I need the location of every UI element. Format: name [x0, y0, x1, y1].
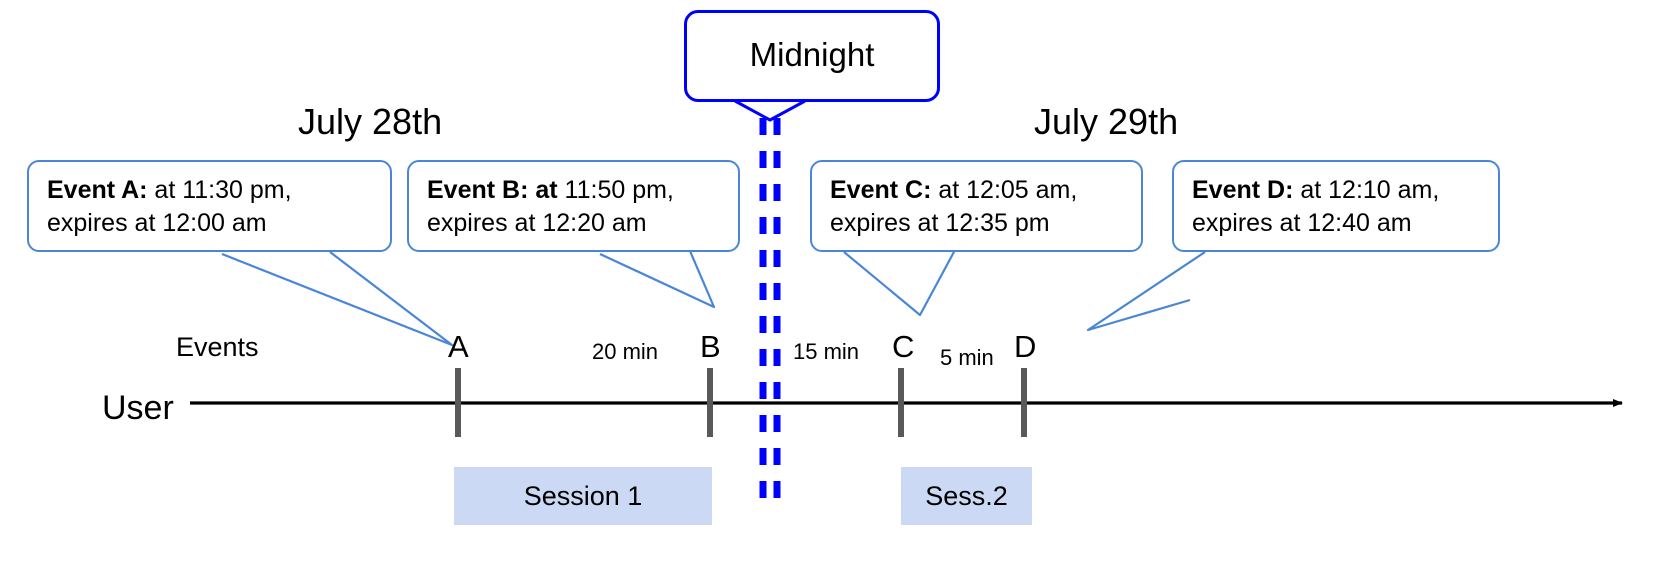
- midnight-label: Midnight: [749, 36, 875, 73]
- event-callout-d-bold: Event D:: [1192, 176, 1294, 204]
- leader-line-d: [1086, 251, 1206, 332]
- event-marker-label-c: C: [892, 329, 915, 364]
- event-callout-c: Event C: at 12:05 am, expires at 12:35 p…: [810, 160, 1143, 252]
- event-callout-d-line1: Event D: at 12:10 am,: [1192, 174, 1484, 207]
- event-callout-d: Event D: at 12:10 am, expires at 12:40 a…: [1172, 160, 1500, 252]
- session-block-1: Session 1: [454, 467, 712, 525]
- event-callout-d-rest: at 12:10 am,: [1293, 176, 1440, 204]
- axis-row-label-events: Events: [176, 332, 259, 362]
- event-marker-label-b: B: [700, 329, 721, 364]
- leader-line-b: [599, 250, 716, 309]
- midnight-callout-box: [684, 10, 940, 102]
- event-callout-c-line2: expires at 12:35 pm: [830, 208, 1050, 237]
- event-callout-c-rest: at 12:05 am,: [931, 176, 1078, 204]
- midnight-callout-tail: [734, 99, 806, 122]
- session-block-2-label: Sess.2: [925, 480, 1008, 511]
- event-marker-label-d: D: [1014, 329, 1037, 364]
- event-callout-b-bold: Event B: at: [427, 176, 558, 204]
- event-callout-c-bold: Event C:: [830, 176, 932, 204]
- gap-label-b-to-c: 15 min: [793, 339, 860, 364]
- date-header-july-28: July 28th: [298, 101, 443, 142]
- event-callout-b-rest: 11:50 pm,: [557, 176, 674, 204]
- event-callout-a-line1: Event A: at 11:30 pm,: [47, 174, 376, 207]
- leader-line-a: [221, 251, 454, 347]
- event-callout-a-rest: at 11:30 pm,: [147, 176, 292, 204]
- session-block-2: Sess.2: [901, 467, 1032, 525]
- date-header-july-29: July 29th: [1034, 101, 1179, 142]
- gap-label-c-to-d: 5 min: [940, 345, 994, 370]
- leader-line-c: [843, 249, 956, 317]
- event-callout-b-line2: expires at 12:20 am: [427, 208, 647, 237]
- event-callout-a: Event A: at 11:30 pm, expires at 12:00 a…: [27, 160, 392, 252]
- event-callout-b: Event B: at 11:50 pm, expires at 12:20 a…: [407, 160, 740, 252]
- event-callout-a-line2: expires at 12:00 am: [47, 208, 267, 237]
- event-callout-b-line1: Event B: at 11:50 pm,: [427, 174, 724, 207]
- session-block-1-label: Session 1: [523, 480, 643, 511]
- event-callout-c-line1: Event C: at 12:05 am,: [830, 174, 1127, 207]
- axis-row-label-user: User: [102, 389, 174, 427]
- gap-label-a-to-b: 20 min: [592, 339, 659, 364]
- event-marker-label-a: A: [448, 329, 469, 364]
- event-callout-d-line2: expires at 12:40 am: [1192, 208, 1412, 237]
- event-callout-a-bold: Event A:: [47, 176, 148, 204]
